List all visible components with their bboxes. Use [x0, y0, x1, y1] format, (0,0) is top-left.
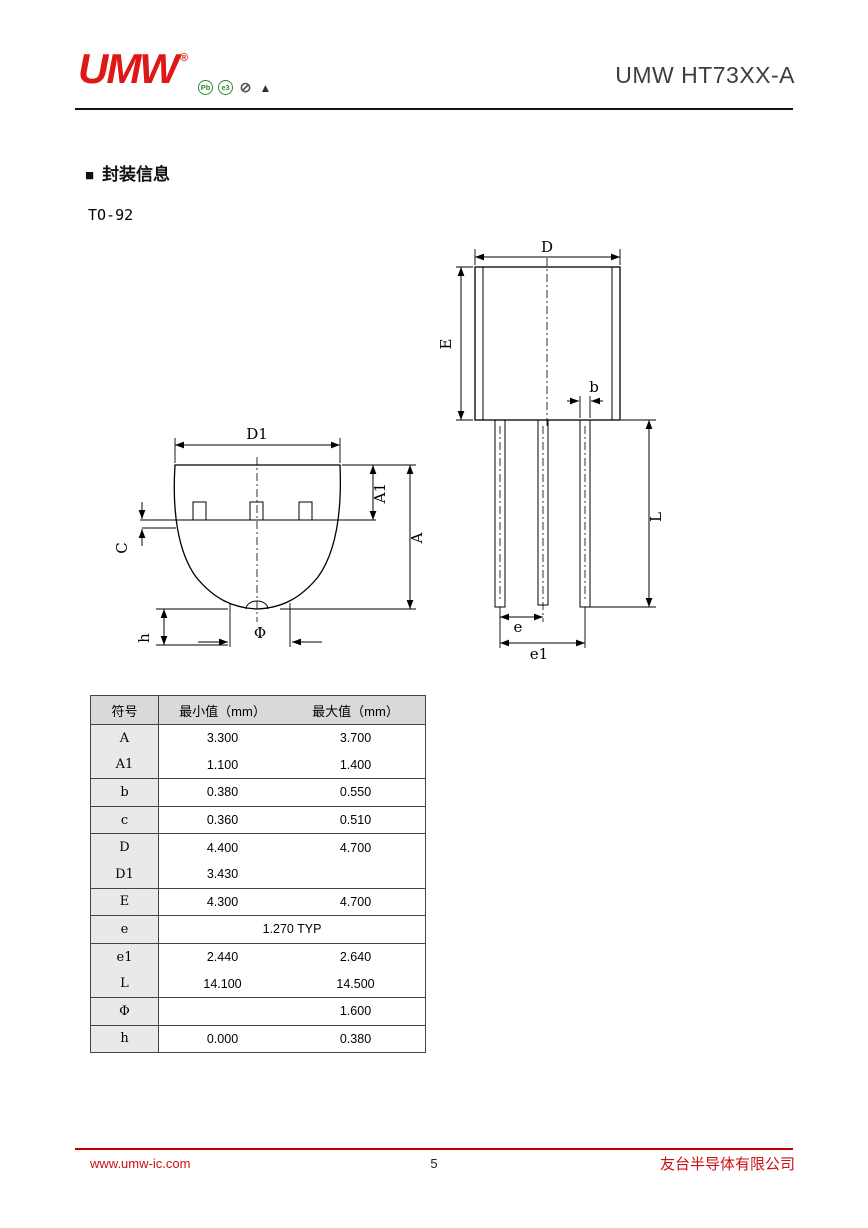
table-row: Φ 1.600: [91, 997, 425, 1026]
header-divider: [75, 108, 793, 110]
symbol-cell: Φ: [91, 997, 159, 1025]
min-cell: 4.400: [206, 840, 239, 855]
min-cell: 0.000: [206, 1031, 239, 1046]
symbol-cell: b: [91, 779, 159, 806]
symbol-cell: D1: [91, 860, 159, 888]
table-row: b 0.380 0.550: [91, 779, 425, 807]
table-row: D1 3.430: [91, 860, 425, 889]
min-cell: 2.440: [206, 950, 239, 965]
top-view: D1 A1 A C h Φ: [113, 425, 426, 647]
table-row: c 0.360 0.510: [91, 806, 425, 835]
square-bullet-icon: ■: [85, 167, 95, 184]
symbol-cell: c: [91, 806, 159, 834]
symbol-cell: E: [91, 888, 159, 916]
table-row: e 1.270 TYP: [91, 916, 425, 944]
halogen-free-icon: ⊘: [239, 79, 252, 95]
dim-label-D: D: [541, 240, 553, 256]
package-name: TO-92: [88, 206, 134, 224]
min-cell: 0.360: [206, 813, 239, 828]
table-row: h 0.000 0.380: [91, 1025, 425, 1053]
header-symbol: 符号: [91, 696, 159, 724]
symbol-cell: L: [91, 970, 159, 997]
min-cell: 3.300: [206, 731, 239, 746]
min-cell: [159, 998, 286, 1025]
footer-website-link[interactable]: www.umw-ic.com: [90, 1156, 191, 1171]
min-cell: 1.100: [206, 757, 239, 772]
max-cell: 0.550: [339, 785, 372, 800]
dim-label-b: b: [589, 378, 599, 396]
footer-company: 友台半导体有限公司: [659, 1156, 795, 1173]
max-cell: 4.700: [339, 894, 372, 909]
max-cell: 4.700: [339, 840, 372, 855]
symbol-cell: e1: [91, 943, 159, 971]
dim-label-E: E: [437, 339, 455, 350]
certification-icons: Pb e3 ⊘ ▲: [198, 79, 273, 95]
symbol-cell: h: [91, 1025, 159, 1053]
table-header-row: 符号 最小值（mm） 最大值（mm）: [91, 696, 425, 725]
symbol-cell: A1: [91, 751, 159, 779]
pb-free-icon: Pb: [198, 80, 213, 95]
symbol-cell: D: [91, 834, 159, 861]
registered-mark-icon: ®: [180, 52, 189, 64]
min-cell: 0.380: [206, 785, 239, 800]
max-cell: [286, 861, 425, 888]
max-cell: 0.380: [339, 1031, 372, 1046]
footer-divider: [75, 1148, 793, 1150]
dim-label-L: L: [647, 512, 665, 522]
header-min: 最小值（mm）: [179, 703, 266, 719]
dim-label-e: e: [514, 618, 523, 636]
symbol-cell: A: [91, 725, 159, 752]
max-cell: 1.600: [339, 1004, 372, 1019]
min-cell: 4.300: [206, 894, 239, 909]
typ-cell: 1.270 TYP: [262, 922, 322, 937]
dim-label-A1: A1: [371, 483, 389, 504]
max-cell: 3.700: [339, 731, 372, 746]
table-row: L 14.100 14.500: [91, 970, 425, 998]
max-cell: 1.400: [339, 757, 372, 772]
section-heading: ■ 封装信息: [85, 160, 170, 185]
dim-label-h: h: [135, 633, 153, 643]
symbol-cell: e: [91, 916, 159, 943]
dim-label-C: C: [113, 542, 131, 553]
umw-logo: UMW: [78, 45, 179, 92]
dim-label-phi: Φ: [254, 624, 266, 642]
max-cell: 14.500: [336, 976, 375, 991]
min-cell: 14.100: [203, 976, 242, 991]
dim-label-D1: D1: [246, 425, 268, 443]
dim-label-e1: e1: [530, 645, 548, 663]
table-row: E 4.300 4.700: [91, 888, 425, 917]
max-cell: 0.510: [339, 813, 372, 828]
front-view: D E b L e e1: [437, 240, 665, 663]
table-row: A1 1.100 1.400: [91, 751, 425, 780]
package-drawing: D E b L e e1: [113, 240, 665, 663]
table-row: D 4.400 4.700: [91, 834, 425, 861]
document-title: UMW HT73XX-A: [615, 62, 795, 88]
e3-icon: e3: [218, 80, 233, 95]
table-row: A 3.300 3.700: [91, 725, 425, 752]
rohs-icon: ▲: [259, 80, 272, 95]
page-number: 5: [430, 1156, 438, 1171]
section-title: 封装信息: [102, 165, 171, 184]
min-cell: 3.430: [206, 867, 239, 882]
max-cell: 2.640: [339, 950, 372, 965]
dim-label-A: A: [408, 532, 426, 544]
table-row: e1 2.440 2.640: [91, 943, 425, 971]
header-max: 最大值（mm）: [312, 703, 399, 719]
